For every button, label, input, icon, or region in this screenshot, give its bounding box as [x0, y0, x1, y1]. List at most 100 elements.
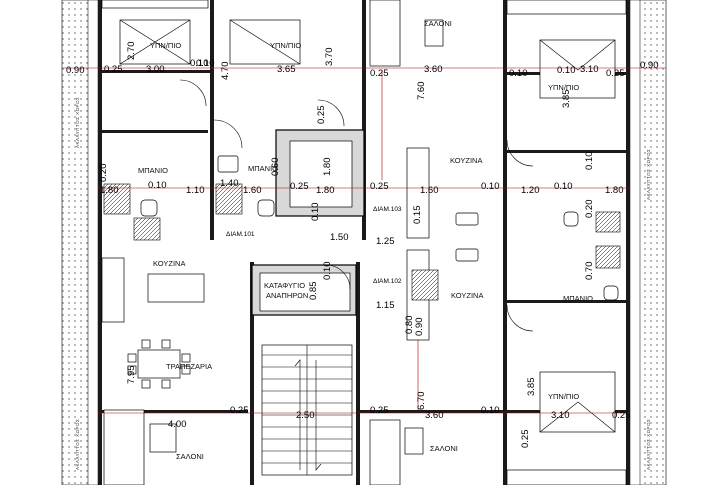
dim-mid-7: 0.10 — [481, 181, 500, 192]
dim-misc-6: 1.25 — [376, 236, 395, 247]
dim-top-1: 0.25 — [104, 64, 123, 75]
wall-mid-h1 — [98, 130, 208, 133]
bed-top-left-2 — [229, 19, 301, 65]
bed-right-bottom — [539, 371, 616, 433]
dim-bot-3: 0.25 — [370, 405, 389, 416]
room-label-bedroom-2: ΥΠΝ/ΠΙΟ — [270, 41, 301, 50]
bed-right-top — [539, 39, 616, 99]
sofa-bottom-left — [103, 409, 177, 485]
wall-mid-h4 — [98, 410, 248, 413]
bed-top-left-1 — [119, 19, 191, 65]
dim-misc-0: 1.80 — [100, 185, 119, 196]
core-shaft-inner — [289, 140, 353, 208]
door-swing-3 — [506, 139, 534, 167]
corridor-label-101: ΔΙΑΜ.101 — [226, 231, 255, 238]
dim-top-10: 0.90 — [640, 60, 659, 71]
wall-mid-h3 — [505, 300, 630, 303]
dining-table — [127, 339, 191, 389]
dim-mid-0: 0.10 — [148, 180, 167, 191]
dim-v-9: 0.15 — [412, 206, 423, 225]
dim-misc-2: 1.40 — [220, 178, 239, 189]
dim-mid-4: 1.80 — [316, 185, 335, 196]
kitchen-island-left — [147, 273, 205, 303]
shower-tray-6 — [595, 245, 621, 269]
dim-top-4: 3.65 — [277, 64, 296, 75]
wall-mid-h2 — [505, 150, 630, 153]
dim-v-18: 0.80 — [404, 316, 415, 335]
shower-tray-1 — [103, 183, 131, 215]
room-label-living-3: ΣΑΛΟΝΙ — [430, 444, 458, 453]
right-yard-edge — [629, 0, 641, 485]
dim-bot-0: 4.00 — [168, 419, 187, 430]
balcony-bottom-right — [506, 469, 627, 485]
dim-top-2: 3.00 — [146, 64, 165, 75]
toilet-2 — [257, 199, 275, 217]
dim-misc-5: 1.50 — [330, 232, 349, 243]
wall-v5 — [356, 262, 360, 485]
dim-v-6: 1.80 — [322, 158, 333, 177]
dim-mid-9: 0.10 — [554, 181, 573, 192]
sink-3 — [455, 248, 479, 262]
dim-mid-10: 1.80 — [605, 185, 624, 196]
dim-bot-7: 0.25 — [612, 410, 631, 421]
right-yard-label: ΑΚΑΛΥΠΤΟΣ ΧΩΡΟΣ — [646, 149, 651, 200]
dim-mid-8: 1.20 — [521, 185, 540, 196]
wall-left — [98, 0, 102, 485]
dim-v-3: 7.60 — [416, 82, 427, 101]
dim-v-19: 0.85 — [308, 282, 319, 301]
sofa-bottom-middle — [369, 419, 424, 485]
dim-top-8: 3.10 — [580, 64, 599, 75]
dim-v-5: 0.20 — [98, 164, 109, 183]
dim-top-3: 0.10 — [190, 58, 209, 69]
left-yard-label: ΑΚΑΛΥΠΤΟΣ ΧΩΡΟΣ — [75, 97, 80, 148]
dim-mid-5: 0.25 — [370, 181, 389, 192]
room-label-kitchen-3: ΚΟΥΖΙΝΑ — [451, 291, 483, 300]
room-label-kitchen-1: ΚΟΥΖΙΝΑ — [450, 156, 482, 165]
room-label-shelter-2: ΑΝΑΠΗΡΩΝ — [266, 291, 308, 300]
door-swing-2 — [317, 99, 345, 127]
dim-v-4: 3.85 — [561, 90, 572, 109]
room-label-living-1: ΣΑΛΟΝΙ — [424, 19, 452, 28]
kitchen-counter-right-top — [406, 147, 430, 239]
dim-v-16: 0.10 — [322, 262, 333, 281]
wall-v2 — [362, 0, 366, 240]
door-swing-6 — [179, 79, 207, 107]
shower-tray-2 — [215, 183, 243, 215]
dim-v-2: 3.70 — [324, 48, 335, 67]
dim-bot-6: 3.10 — [551, 410, 570, 421]
door-swing-1 — [213, 119, 243, 149]
toilet-4 — [603, 285, 619, 301]
dim-top-6: 3.60 — [424, 64, 443, 75]
room-label-living-2: ΣΑΛΟΝΙ — [176, 452, 204, 461]
corridor-label-103: ΔΙΑΜ.103 — [373, 206, 402, 213]
dim-mid-6: 1.60 — [420, 185, 439, 196]
room-label-bath-1: ΜΠΑΝΙΟ — [138, 166, 168, 175]
dim-top-5: 0.25 — [370, 68, 389, 79]
dim-v-10: 0.90 — [414, 318, 425, 337]
room-label-bath-3: ΜΠΑΝΙΟ — [563, 294, 593, 303]
dim-v-11: 3.85 — [526, 378, 537, 397]
dim-v-21: 0.10 — [584, 152, 595, 171]
dim-mid-1: 1.10 — [186, 185, 205, 196]
wall-mid-h5 — [360, 410, 508, 413]
sofa-top-middle — [369, 0, 444, 67]
dim-bot-5: 0.10 — [481, 405, 500, 416]
left-yard-edge — [87, 0, 99, 485]
wall-top-left — [98, 70, 213, 73]
dim-v-12: 6.70 — [416, 392, 427, 411]
wall-v3 — [503, 0, 507, 485]
dim-bot-2: 2.50 — [296, 410, 315, 421]
toilet-1 — [140, 199, 158, 217]
right-yard-label-lower: ΑΚΑΛΥΠΤΟΣ ΧΩΡΟΣ — [646, 419, 651, 470]
sink-1 — [217, 155, 239, 173]
left-yard-label-lower: ΑΚΑΛΥΠΤΟΣ ΧΩΡΟΣ — [75, 419, 80, 470]
dim-v-15: 0.10 — [310, 203, 321, 222]
room-label-dining: ΤΡΑΠΕΖΑΡΙΑ — [166, 362, 212, 371]
door-swing-4 — [506, 304, 534, 332]
shower-tray-5 — [595, 211, 621, 233]
dim-v-7: 0.25 — [316, 106, 327, 125]
dim-misc-4: 1.15 — [376, 300, 395, 311]
wall-v4 — [250, 262, 254, 485]
kitchen-counter-left — [101, 257, 125, 323]
